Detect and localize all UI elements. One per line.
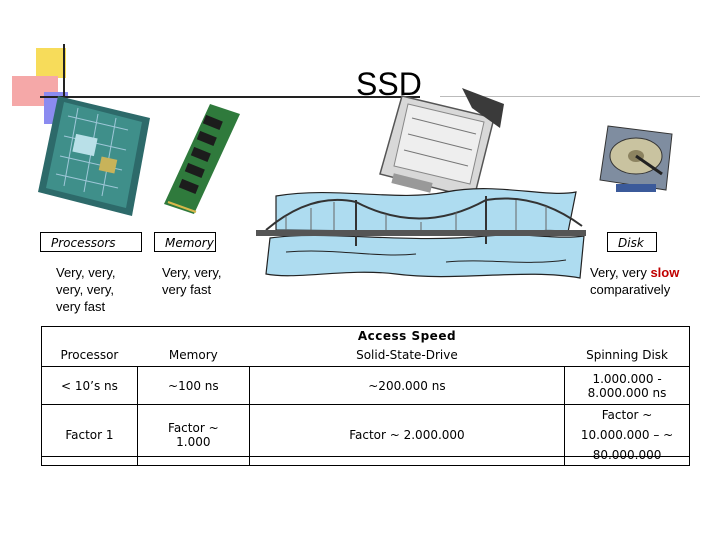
access-speed-title: Access Speed xyxy=(357,329,457,343)
memory-description: Very, very, very fast xyxy=(162,265,222,297)
speed-spinning-disk: 1.000.000 - 8.000.000 ns xyxy=(564,366,690,405)
processors-label: Processors xyxy=(40,232,142,252)
speed-processor: < 10’s ns xyxy=(41,366,138,405)
header-ssd-label: Solid-State-Drive xyxy=(356,348,458,362)
table-header-row: Processor Memory Access Speed Solid-Stat… xyxy=(42,326,690,367)
header-ssd: Access Speed Solid-State-Drive xyxy=(249,326,564,367)
hard-disk-icon xyxy=(599,125,673,192)
header-spinning-disk: Spinning Disk xyxy=(586,348,669,362)
disk-description: Very, very slow comparatively xyxy=(590,264,700,298)
bridge-illustration xyxy=(256,188,586,279)
header-processor: Processor xyxy=(60,348,119,362)
header-memory: Memory xyxy=(168,348,218,362)
slide-title: SSD xyxy=(356,66,422,102)
decor-vertical-line xyxy=(63,44,65,130)
disk-description-prefix: Very, very xyxy=(590,265,651,280)
access-speed-table: Processor Memory Access Speed Solid-Stat… xyxy=(41,326,690,466)
factor-processor: Factor 1 xyxy=(41,404,138,466)
factor-memory: Factor ~ 1.000 xyxy=(136,404,250,466)
disk-description-suffix: comparatively xyxy=(590,282,671,297)
memory-label: Memory xyxy=(154,232,216,252)
speed-ssd: ~200.000 ns xyxy=(248,366,566,405)
factor-ssd: Factor ~ 2.000.000 xyxy=(248,404,566,466)
memory-module-icon xyxy=(164,104,240,214)
table-row-speed: < 10’s ns ~100 ns ~200.000 ns 1.000.000 … xyxy=(41,366,690,405)
disk-description-slow: slow xyxy=(650,265,680,280)
factor-spinning-disk: Factor ~ 10.000.000 – ~ 80.000.000 xyxy=(564,404,690,466)
speed-memory: ~100 ns xyxy=(136,366,250,405)
decor-horizontal-line-right xyxy=(440,96,700,97)
processors-description: Very, very, very, very, very fast xyxy=(56,265,116,314)
decor-horizontal-line xyxy=(40,96,420,98)
processor-chip-icon xyxy=(38,96,150,216)
table-row-factor: Factor 1 Factor ~ 1.000 Factor ~ 2.000.0… xyxy=(41,404,690,466)
ssd-drive-icon xyxy=(379,88,504,199)
decor-yellow-block xyxy=(36,48,66,78)
disk-label: Disk xyxy=(607,232,657,252)
